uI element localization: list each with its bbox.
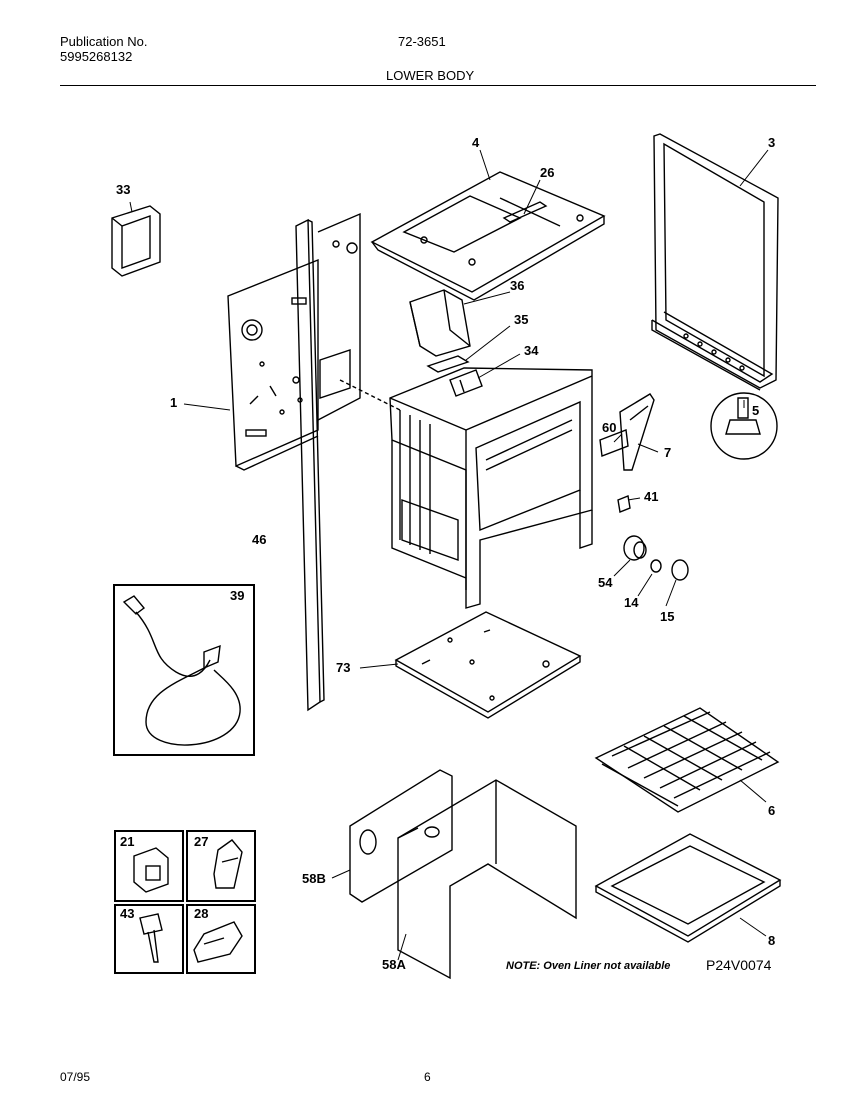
part-35-gasket: [426, 355, 470, 373]
callout-60: 60: [602, 420, 617, 435]
model-number: 72-3651: [398, 34, 446, 49]
callout-36: 36: [510, 278, 525, 293]
callout-54: 54: [598, 575, 613, 590]
callout-8: 8: [768, 933, 776, 948]
part-14-ring: [650, 559, 662, 573]
part-41-screw: [617, 495, 631, 513]
callout-6: 6: [768, 803, 776, 818]
callout-33: 33: [116, 182, 131, 197]
part-8-broiler-pan: [594, 833, 782, 943]
callout-58a: 58A: [382, 957, 406, 972]
callout-15: 15: [660, 609, 675, 624]
callout-58b: 58B: [302, 871, 326, 886]
footer-page: 6: [424, 1070, 431, 1084]
part-1-back-panel: [227, 212, 361, 471]
inset-label-39: 39: [230, 588, 245, 603]
part-6-oven-rack: [594, 707, 780, 813]
inset-label-21: 21: [120, 834, 135, 849]
callout-3: 3: [768, 135, 776, 150]
oven-cabinet: [389, 367, 593, 609]
callout-46: 46: [252, 532, 267, 547]
callout-1: 1: [170, 395, 178, 410]
callout-73: 73: [336, 660, 351, 675]
part-54-socket: [623, 535, 647, 561]
callout-5: 5: [752, 403, 760, 418]
part-7-hinge: [599, 393, 655, 471]
callout-26: 26: [540, 165, 555, 180]
leader-lines: [129, 149, 769, 961]
part-5-leveling-leg: [710, 392, 778, 460]
callout-34: 34: [524, 343, 539, 358]
callout-41: 41: [644, 489, 659, 504]
part-34-bracket: [449, 369, 483, 397]
inset-box-27: [186, 830, 256, 902]
part-33-bracket: [111, 205, 161, 277]
drawing-code: P24V0074: [706, 957, 772, 973]
callout-35: 35: [514, 312, 529, 327]
part-3-door-panel: [651, 133, 779, 391]
part-36-duct: [409, 289, 471, 357]
inset-label-28: 28: [194, 906, 209, 921]
part-4-top-shield: [370, 171, 606, 301]
part-58b-insulation: [349, 769, 453, 903]
callout-7: 7: [664, 445, 672, 460]
publication-label: Publication No.: [60, 34, 148, 49]
inset-label-27: 27: [194, 834, 209, 849]
bracket-27-in-inset: [213, 839, 243, 889]
part-46-channel: [295, 218, 325, 712]
clip-21-in-inset: [133, 847, 169, 893]
bracket-28-in-inset: [193, 921, 243, 963]
oven-liner-note: NOTE: Oven Liner not available: [506, 960, 671, 972]
header-rule: [60, 85, 816, 86]
part-58a-insulation: [397, 779, 577, 980]
inset-label-43: 43: [120, 906, 135, 921]
bolt-43-in-inset: [139, 913, 163, 963]
footer-date: 07/95: [60, 1070, 91, 1084]
part-15-bulb: [671, 559, 689, 581]
callout-4: 4: [472, 135, 480, 150]
callout-14: 14: [624, 595, 639, 610]
publication-number: 5995268132: [60, 49, 133, 64]
section-title: LOWER BODY: [386, 68, 475, 83]
cord-in-inset: [122, 595, 241, 746]
